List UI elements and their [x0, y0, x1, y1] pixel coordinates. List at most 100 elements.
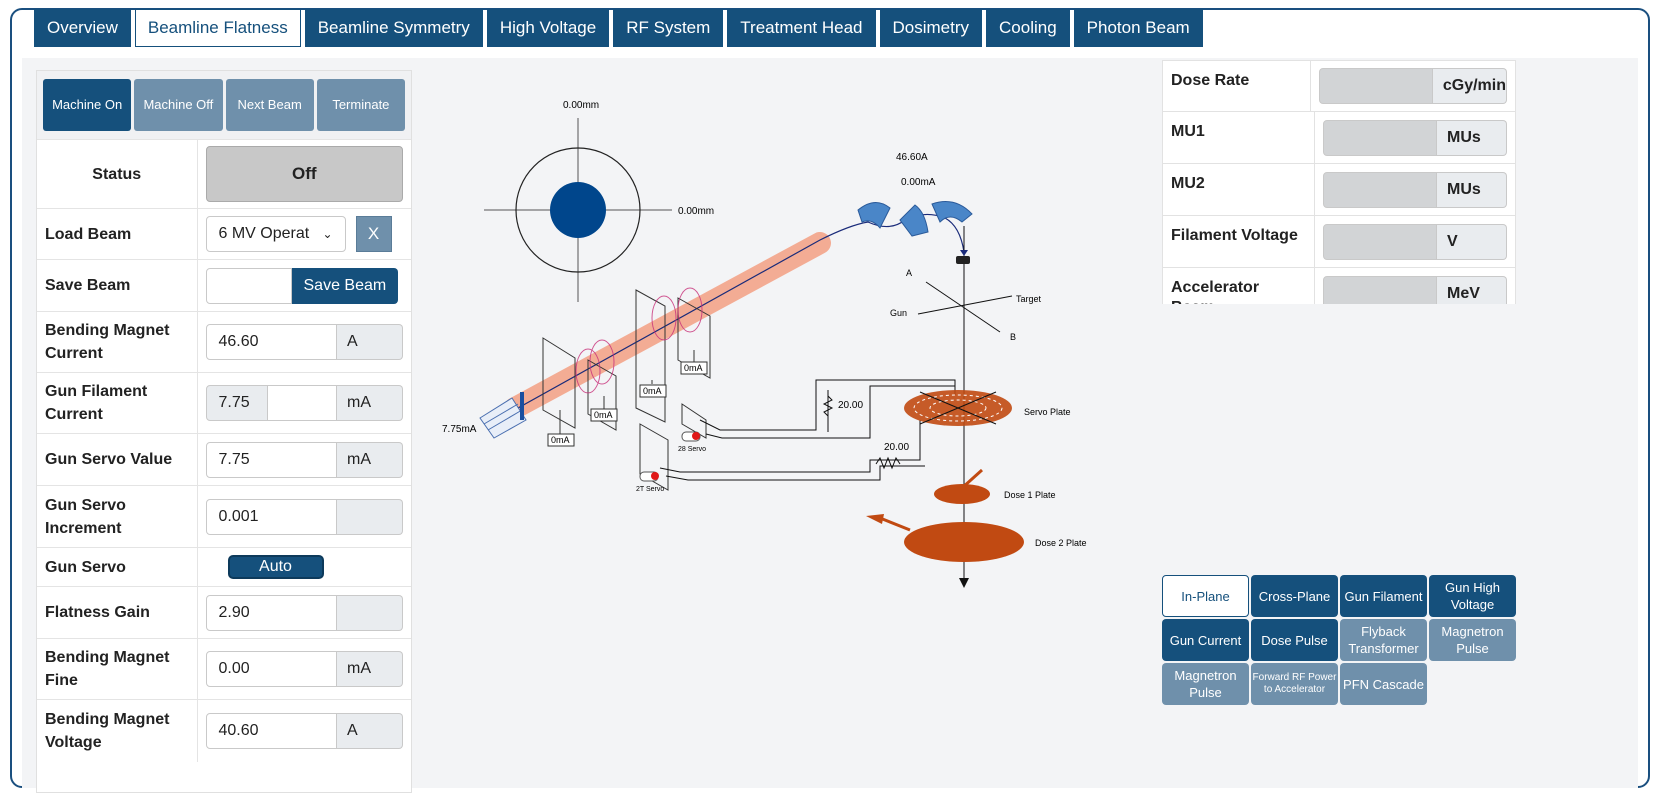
- gun-servo-auto-toggle[interactable]: Auto: [227, 555, 324, 579]
- gun-servo-increment-unit: [337, 498, 403, 535]
- dose-rate-label: Dose Rate: [1163, 61, 1311, 111]
- mu1-bar: [1323, 119, 1437, 156]
- dose-2-plate: [904, 522, 1024, 562]
- dose-rate-bar: [1318, 68, 1433, 104]
- tab-rf-system[interactable]: RF System: [613, 9, 724, 47]
- axis-target-label: Target: [1016, 294, 1042, 304]
- servo-2t-switch[interactable]: [639, 471, 659, 482]
- bending-magnet-voltage-label: Bending Magnet Voltage: [37, 699, 198, 762]
- readout-accelerator-beam: Accelerator Beam MeV: [1162, 268, 1516, 304]
- readout-filament-voltage: Filament Voltage V: [1162, 216, 1516, 268]
- tab-treatment-head[interactable]: Treatment Head: [727, 9, 876, 47]
- gun-filament-current-label: Gun Filament Current: [37, 372, 198, 434]
- next-beam-button[interactable]: Next Beam: [225, 79, 314, 131]
- graph-gun-current-button[interactable]: Gun Current: [1162, 619, 1249, 661]
- gun-servo-increment-input[interactable]: 0.001: [205, 498, 337, 535]
- tab-beamline-symmetry[interactable]: Beamline Symmetry: [304, 9, 483, 47]
- graph-magnetron-pulse-2-button[interactable]: Magnetron Pulse: [1162, 663, 1249, 705]
- top-offset-readout: 0.00mm: [563, 100, 599, 111]
- readout-dose-rate: Dose Rate cGy/min: [1162, 60, 1516, 112]
- beam-position-target: [484, 118, 672, 302]
- chevron-down-icon: ⌄: [322, 227, 333, 241]
- flatness-gain-input[interactable]: 2.90: [205, 594, 337, 631]
- bending-magnet-current-input[interactable]: 46.60: [205, 324, 337, 360]
- tab-high-voltage[interactable]: High Voltage: [486, 9, 610, 47]
- machine-on-button[interactable]: Machine On: [43, 79, 132, 131]
- control-panel: Machine On Machine Off Next Beam Termina…: [36, 70, 412, 793]
- clear-beam-button[interactable]: X: [355, 216, 392, 252]
- meter-4-readout: 0mA: [684, 363, 703, 373]
- load-beam-label: Load Beam: [37, 208, 198, 260]
- graph-gun-filament-button[interactable]: Gun Filament: [1340, 575, 1427, 617]
- status-label: Status: [37, 139, 198, 209]
- save-beam-name-input[interactable]: [205, 267, 292, 304]
- gun-servo-value-unit: mA: [337, 441, 403, 478]
- filament-voltage-label: Filament Voltage: [1163, 216, 1315, 267]
- accelerator-beam-bar: [1323, 275, 1437, 304]
- resistor-1-readout: 20.00: [838, 400, 863, 411]
- flatness-gain-label: Flatness Gain: [37, 586, 198, 639]
- machine-controls: Machine On Machine Off Next Beam Termina…: [37, 71, 411, 139]
- servo-2t-label: 2T Servo: [636, 486, 664, 493]
- dose-rate-unit: cGy/min: [1432, 68, 1507, 104]
- meter-3-readout: 0mA: [643, 386, 662, 396]
- gun-filament-current-input[interactable]: [267, 385, 337, 421]
- meter-2-readout: 0mA: [594, 410, 613, 420]
- dose-2-plate-label: Dose 2 Plate: [1035, 538, 1087, 548]
- gun-filament-current-readout: 7.75: [205, 385, 268, 421]
- filament-voltage-bar: [1323, 223, 1437, 260]
- dose-1-plate: [934, 484, 990, 504]
- bending-magnets: [857, 201, 973, 237]
- accelerator-beam-label: Accelerator Beam: [1163, 268, 1315, 304]
- filament-voltage-unit: V: [1437, 223, 1507, 260]
- magnet-current-readout: 46.60A: [896, 152, 928, 163]
- graph-pfn-cascade-button[interactable]: PFN Cascade: [1340, 663, 1427, 705]
- mu1-unit: MUs: [1437, 119, 1507, 156]
- axis-gun-label: Gun: [890, 308, 907, 318]
- graph-in-plane-button[interactable]: In-Plane: [1162, 575, 1249, 617]
- gun-servo-value-input[interactable]: 7.75: [205, 441, 337, 478]
- magnet-beam-readout: 0.00mA: [901, 177, 936, 188]
- dose-1-plate-label: Dose 1 Plate: [1004, 490, 1056, 500]
- gun-servo-increment-label: Gun Servo Increment: [37, 485, 198, 548]
- tab-photon-beam[interactable]: Photon Beam: [1073, 9, 1203, 47]
- graph-magnetron-pulse-button[interactable]: Magnetron Pulse: [1429, 619, 1516, 661]
- bending-magnet-current-label: Bending Magnet Current: [37, 311, 198, 373]
- bending-magnet-current-unit: A: [337, 324, 403, 360]
- beam-spot: [550, 182, 606, 238]
- graph-flyback-transformer-button[interactable]: Flyback Transformer: [1340, 619, 1427, 661]
- axis-a-label: A: [906, 268, 912, 278]
- readout-mu1: MU1 MUs: [1162, 112, 1516, 164]
- save-beam-button[interactable]: Save Beam: [291, 267, 399, 304]
- electron-gun: [479, 392, 527, 439]
- bending-magnet-voltage-input[interactable]: 40.60: [205, 712, 337, 749]
- graph-gun-high-voltage-button[interactable]: Gun High Voltage: [1429, 575, 1516, 617]
- gun-filament-current-unit: mA: [337, 385, 403, 421]
- terminate-button[interactable]: Terminate: [316, 79, 405, 131]
- gun-current-readout: 7.75mA: [442, 424, 477, 435]
- tab-beamline-flatness[interactable]: Beamline Flatness: [134, 9, 301, 47]
- gun-servo-value-label: Gun Servo Value: [37, 433, 198, 486]
- servo-28-switch[interactable]: [681, 431, 701, 442]
- graph-forward-rf-power-button[interactable]: Forward RF Power to Accelerator: [1251, 663, 1338, 705]
- tab-cooling[interactable]: Cooling: [986, 9, 1070, 47]
- tab-overview[interactable]: Overview: [34, 9, 131, 47]
- mu2-label: MU2: [1163, 164, 1315, 215]
- load-beam-select[interactable]: 6 MV Operat ⌄: [205, 216, 346, 252]
- readouts-panel: Dose Rate cGy/min MU1 MUs MU2 MUs Filame…: [1162, 60, 1516, 304]
- tab-dosimetry[interactable]: Dosimetry: [879, 9, 983, 47]
- resistor-2-readout: 20.00: [884, 442, 909, 453]
- gun-servo-mode-label: Gun Servo: [37, 547, 198, 587]
- graph-dose-pulse-button[interactable]: Dose Pulse: [1251, 619, 1338, 661]
- bending-magnet-fine-input[interactable]: 0.00: [205, 651, 337, 687]
- servo-28-label: 28 Servo: [678, 446, 706, 453]
- graph-selector: In-Plane Cross-Plane Gun Filament Gun Hi…: [1162, 575, 1516, 705]
- bending-magnet-voltage-unit: A: [337, 712, 403, 749]
- graph-cross-plane-button[interactable]: Cross-Plane: [1251, 575, 1338, 617]
- load-beam-selected: 6 MV Operat: [218, 225, 310, 242]
- beamline-diagram: 0.00mm 0.00mm 7.75mA 0mA 0mA 0mA 0mA: [442, 100, 1087, 588]
- machine-off-button[interactable]: Machine Off: [134, 79, 223, 131]
- bending-magnet-fine-label: Bending Magnet Fine: [37, 638, 198, 700]
- meter-1-readout: 0mA: [551, 435, 570, 445]
- mu2-bar: [1323, 171, 1437, 208]
